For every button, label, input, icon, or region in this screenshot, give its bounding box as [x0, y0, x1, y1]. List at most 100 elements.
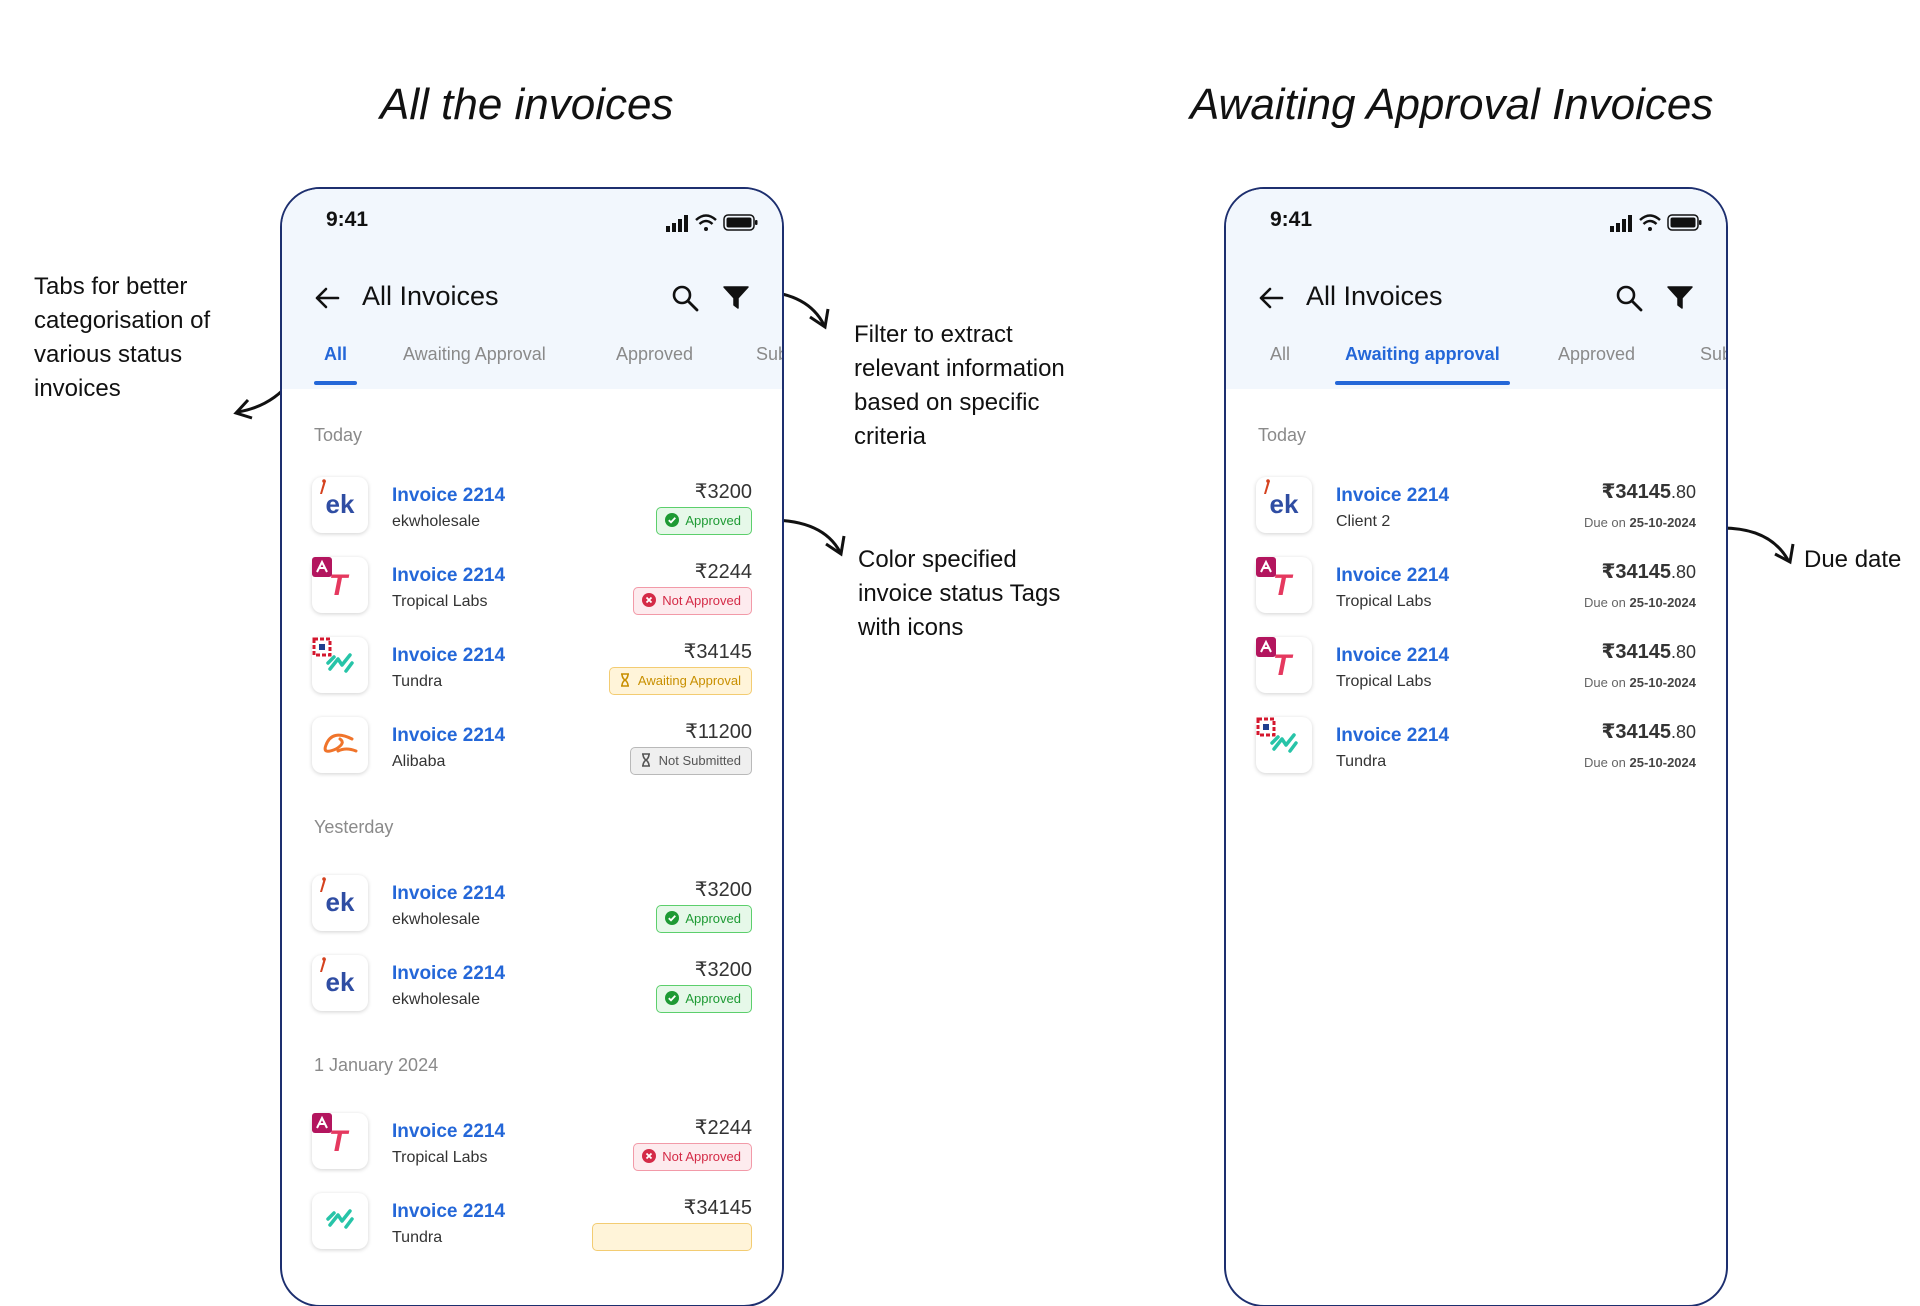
ekwholesale-logo: ek — [312, 955, 368, 1011]
due-date: Due on 25-10-2024 — [1583, 755, 1696, 770]
invoice-number: Invoice 2214 — [392, 1201, 506, 1222]
check-circle-icon — [665, 991, 680, 1005]
hourglass-icon — [620, 673, 629, 687]
search-icon[interactable] — [1614, 283, 1644, 313]
invoice-number: Invoice 2214 — [392, 883, 506, 904]
client-name: ekwholesale — [392, 513, 481, 530]
tropical-labs-logo: T — [1256, 557, 1312, 613]
tab-all[interactable]: All — [313, 337, 358, 387]
phone-all-invoices: 9:41 All Invoices All Awaiting Approval … — [280, 187, 784, 1306]
tab-submitted[interactable]: Sub — [1700, 344, 1726, 364]
bank-badge-icon — [1256, 557, 1276, 577]
client-name: ekwholesale — [392, 991, 481, 1008]
invoice-row[interactable]: ek Invoice 2214 ekwholesale ₹3200 Approv… — [282, 477, 782, 567]
invoice-row[interactable]: T Invoice 2214 Tropical Labs ₹2244 Not A… — [282, 557, 782, 647]
invoice-amount: ₹3200 — [694, 959, 752, 981]
back-arrow-icon[interactable] — [314, 285, 340, 311]
svg-text:T: T — [329, 569, 350, 602]
tab-approved[interactable]: Approved — [1558, 344, 1636, 364]
search-icon[interactable] — [670, 283, 700, 313]
x-circle-icon — [642, 1149, 657, 1163]
invoice-row[interactable]: ek Invoice 2214 ekwholesale ₹3200 Approv… — [282, 955, 782, 1045]
client-name: ekwholesale — [392, 911, 481, 928]
svg-text:T: T — [329, 1125, 350, 1158]
tab-awaiting-approval[interactable]: Awaiting approval — [1335, 337, 1510, 387]
check-circle-icon — [665, 513, 680, 527]
bank-badge-icon — [313, 876, 331, 894]
invoice-amount: ₹34145 — [683, 641, 752, 663]
back-arrow-icon[interactable] — [1258, 285, 1284, 311]
tundra-logo — [1256, 717, 1312, 773]
invoice-row[interactable]: Invoice 2214 Alibaba ₹11200 Not Submitte… — [282, 717, 782, 807]
bank-badge-icon — [1257, 478, 1275, 496]
invoice-amount: ₹34145 — [683, 1197, 752, 1219]
alibaba-logo — [312, 717, 368, 773]
svg-text:ek: ek — [326, 887, 355, 917]
invoice-number: Invoice 2214 — [1336, 645, 1450, 666]
app-header: 9:41 All Invoices All Awaiting approval … — [1226, 189, 1726, 389]
signal-icon — [1610, 215, 1632, 232]
invoice-row[interactable]: T Invoice 2214 Tropical Labs ₹34145.80 D… — [1226, 637, 1726, 727]
check-circle-icon — [665, 911, 680, 925]
group-label-today: Today — [1258, 425, 1307, 445]
app-bar: All Invoices — [282, 269, 782, 329]
status-tag-not-approved: Not Approved — [633, 1143, 752, 1171]
tab-all[interactable]: All — [1270, 344, 1291, 364]
bank-badge-icon — [313, 956, 331, 974]
page-title: All Invoices — [362, 281, 499, 311]
app-header: 9:41 All Invoices All Awaiting Approval … — [282, 189, 782, 389]
svg-text:ek: ek — [326, 967, 355, 997]
invoice-row[interactable]: Invoice 2214 Tundra ₹34145 Awaiting Appr… — [282, 637, 782, 727]
status-bar-icons — [1610, 214, 1702, 232]
group-label-date: 1 January 2024 — [314, 1055, 439, 1075]
ekwholesale-logo: ek — [1256, 477, 1312, 533]
invoice-number: Invoice 2214 — [392, 485, 506, 506]
client-name: Tropical Labs — [392, 593, 488, 610]
tundra-logo — [312, 637, 368, 693]
invoice-row[interactable]: Invoice 2214 Tundra ₹34145.80 Due on 25-… — [1226, 717, 1726, 807]
invoice-amount: ₹34145.80 — [1601, 481, 1696, 503]
client-name: Alibaba — [392, 753, 446, 770]
bank-badge-icon — [1256, 637, 1276, 657]
x-circle-icon — [642, 593, 657, 607]
invoice-amount: ₹3200 — [694, 481, 752, 503]
status-tag-awaiting-approval — [592, 1223, 752, 1251]
status-tabs: All Awaiting approval Approved Sub — [1226, 337, 1726, 387]
invoice-amount: ₹34145.80 — [1601, 641, 1696, 663]
invoice-row[interactable]: Invoice 2214 Tundra ₹34145 — [282, 1193, 782, 1283]
filter-icon[interactable] — [1666, 284, 1694, 312]
invoice-number: Invoice 2214 — [1336, 485, 1450, 506]
invoice-amount: ₹34145.80 — [1601, 561, 1696, 583]
client-name: Tundra — [392, 1229, 443, 1246]
tropical-labs-logo: T — [312, 557, 368, 613]
bank-badge-icon — [312, 557, 332, 577]
annotation-due-date: Due date — [1804, 546, 1902, 573]
status-tag-awaiting-approval: Awaiting Approval — [608, 667, 752, 695]
filter-icon[interactable] — [722, 284, 750, 312]
svg-text:ek: ek — [326, 489, 355, 519]
invoice-number: Invoice 2214 — [392, 645, 506, 666]
status-tag-approved: Approved — [656, 905, 752, 933]
battery-icon — [723, 214, 758, 231]
status-tag-not-submitted: Not Submitted — [629, 747, 752, 775]
invoice-row[interactable]: ek Invoice 2214 ekwholesale ₹3200 Approv… — [282, 875, 782, 965]
arrow-to-due-date — [1721, 526, 1795, 565]
client-name: Tropical Labs — [1336, 673, 1432, 690]
group-label-today: Today — [314, 425, 363, 445]
annotation-tabs: Tabs for better categorisation of variou… — [34, 273, 211, 402]
status-time: 9:41 — [326, 208, 369, 231]
invoice-row[interactable]: ek Invoice 2214 Client 2 ₹34145.80 Due o… — [1226, 477, 1726, 567]
tab-submitted[interactable]: Sub — [756, 344, 782, 364]
invoice-amount: ₹3200 — [694, 879, 752, 901]
tab-approved[interactable]: Approved — [616, 344, 694, 364]
group-label-yesterday: Yesterday — [314, 817, 394, 837]
ekwholesale-logo: ek — [312, 875, 368, 931]
invoice-row[interactable]: T Invoice 2214 Tropical Labs ₹34145.80 D… — [1226, 557, 1726, 647]
status-time: 9:41 — [1270, 208, 1313, 231]
status-tabs: All Awaiting Approval Approved Sub — [282, 337, 782, 387]
invoice-row[interactable]: T Invoice 2214 Tropical Labs ₹2244 Not A… — [282, 1113, 782, 1203]
bank-badge-icon — [1256, 717, 1276, 737]
app-bar: All Invoices — [1226, 269, 1726, 329]
status-bar-icons — [666, 214, 758, 232]
tab-awaiting-approval[interactable]: Awaiting Approval — [403, 344, 546, 364]
